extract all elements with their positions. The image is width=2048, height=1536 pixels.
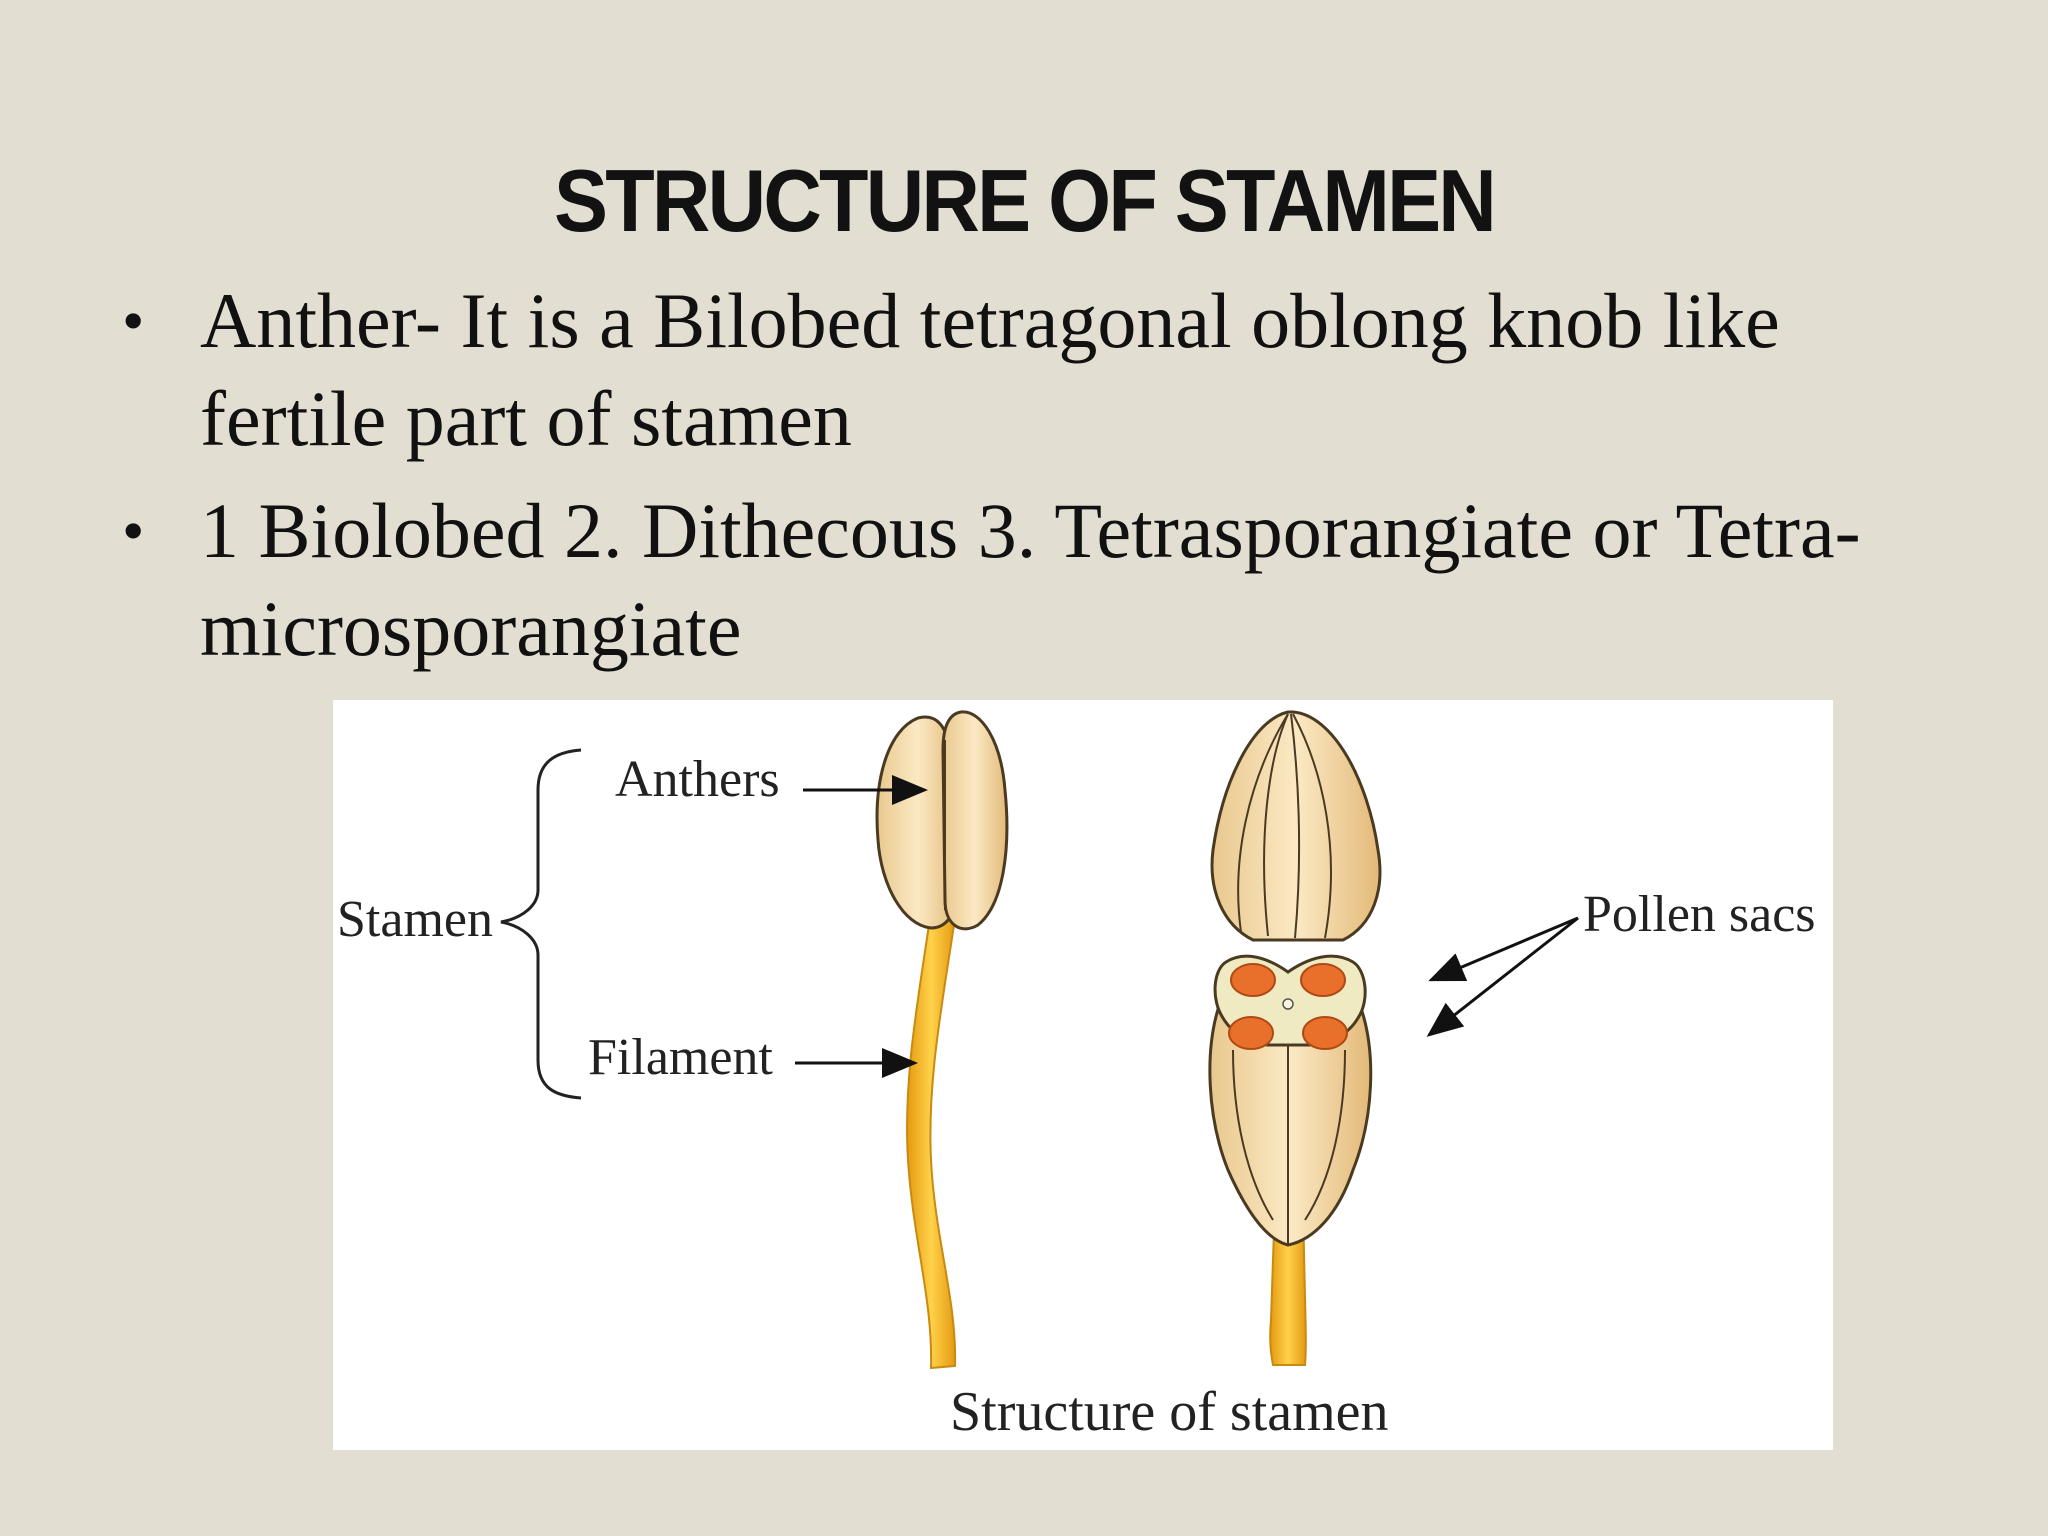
slide-title: STRUCTURE OF STAMEN (553, 151, 1497, 250)
figure-caption: Structure of stamen (950, 1381, 1389, 1443)
bullet-text-line: microsporangiate (200, 585, 742, 672)
pollen-sac (1228, 1016, 1274, 1050)
filament-label: Filament (588, 1029, 773, 1086)
stamen-illustration (500, 710, 1579, 1370)
bullet-dot: • (122, 285, 145, 356)
bullet-item: • 1 Biolobed 2. Dithecous 3. Tetrasporan… (118, 482, 1978, 678)
bullet-text-line: 1 Biolobed 2. Dithecous 3. Tetrasporangi… (200, 487, 1861, 574)
stamen-brace (500, 748, 582, 1100)
anther-lobe-right (941, 710, 1009, 931)
filament-shape (906, 917, 957, 1370)
anthers-label: Anthers (615, 751, 780, 808)
pollen-sac (1302, 1016, 1348, 1050)
anther-cap (1210, 710, 1382, 942)
pollen-sacs-label: Pollen sacs (1583, 886, 1816, 943)
pollen-sac (1300, 963, 1346, 997)
bullet-text-line: fertile part of stamen (200, 375, 852, 462)
stamen-diagram: Anthers Stamen Filament Pollen sacs Stru… (333, 700, 1833, 1450)
pollen-sac (1230, 963, 1276, 997)
bullet-list: • Anther- It is a Bilobed tetragonal obl… (118, 272, 1978, 692)
pollen-sac-arrow (1426, 916, 1579, 1037)
bullet-dot: • (122, 495, 145, 566)
bullet-text-line: Anther- It is a Bilobed tetragonal oblon… (200, 277, 1780, 364)
pollen-sac-arrow (1428, 916, 1579, 982)
anther-cross-section (1208, 954, 1373, 1366)
bullet-item: • Anther- It is a Bilobed tetragonal obl… (118, 272, 1978, 468)
stamen-label: Stamen (337, 891, 493, 948)
